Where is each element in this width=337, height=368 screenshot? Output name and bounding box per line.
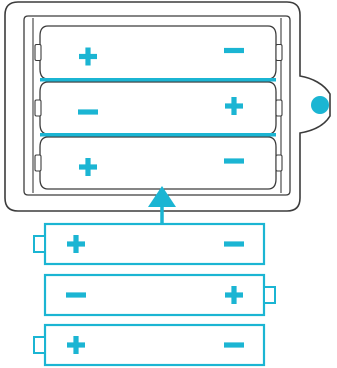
holder-slot-2	[34, 81, 283, 135]
slot-contact-left	[34, 154, 42, 172]
slot-contact-left	[34, 43, 42, 62]
plus-symbol-icon	[225, 97, 243, 115]
slot-contact-right	[275, 154, 283, 172]
slot-divider-1	[40, 78, 276, 82]
compartment-frame	[23, 15, 291, 196]
slot-contact-left	[34, 99, 42, 117]
minus-symbol-icon	[224, 342, 244, 348]
arrow-head	[148, 186, 176, 207]
loose-battery-1	[33, 222, 266, 266]
battery-holder	[4, 1, 331, 212]
holder-slot-3	[34, 136, 283, 190]
minus-symbol-icon	[224, 47, 244, 54]
loose-battery-2	[43, 273, 276, 317]
minus-symbol-icon	[78, 109, 98, 115]
plus-symbol-icon	[67, 336, 85, 354]
slot-contact-right	[275, 99, 283, 117]
plus-symbol-icon	[79, 47, 97, 66]
slot-cell-outline	[39, 136, 277, 190]
plus-symbol-icon	[225, 286, 243, 304]
mounting-hole-icon	[311, 96, 329, 114]
plus-symbol-icon	[79, 158, 97, 176]
plus-symbol-icon	[67, 235, 85, 253]
minus-symbol-icon	[224, 241, 244, 247]
loose-batteries	[33, 222, 276, 367]
battery-cap-left	[33, 235, 46, 253]
slot-contact-right	[275, 43, 283, 62]
battery-cap-right	[263, 286, 276, 304]
slot-cell-outline	[39, 25, 277, 80]
battery-cap-left	[33, 336, 46, 354]
loose-battery-3	[33, 323, 266, 367]
minus-symbol-icon	[66, 292, 86, 298]
minus-symbol-icon	[224, 158, 244, 164]
holder-slot-1	[34, 25, 283, 80]
slot-cell-outline	[39, 81, 277, 135]
slot-divider-2	[40, 133, 276, 137]
